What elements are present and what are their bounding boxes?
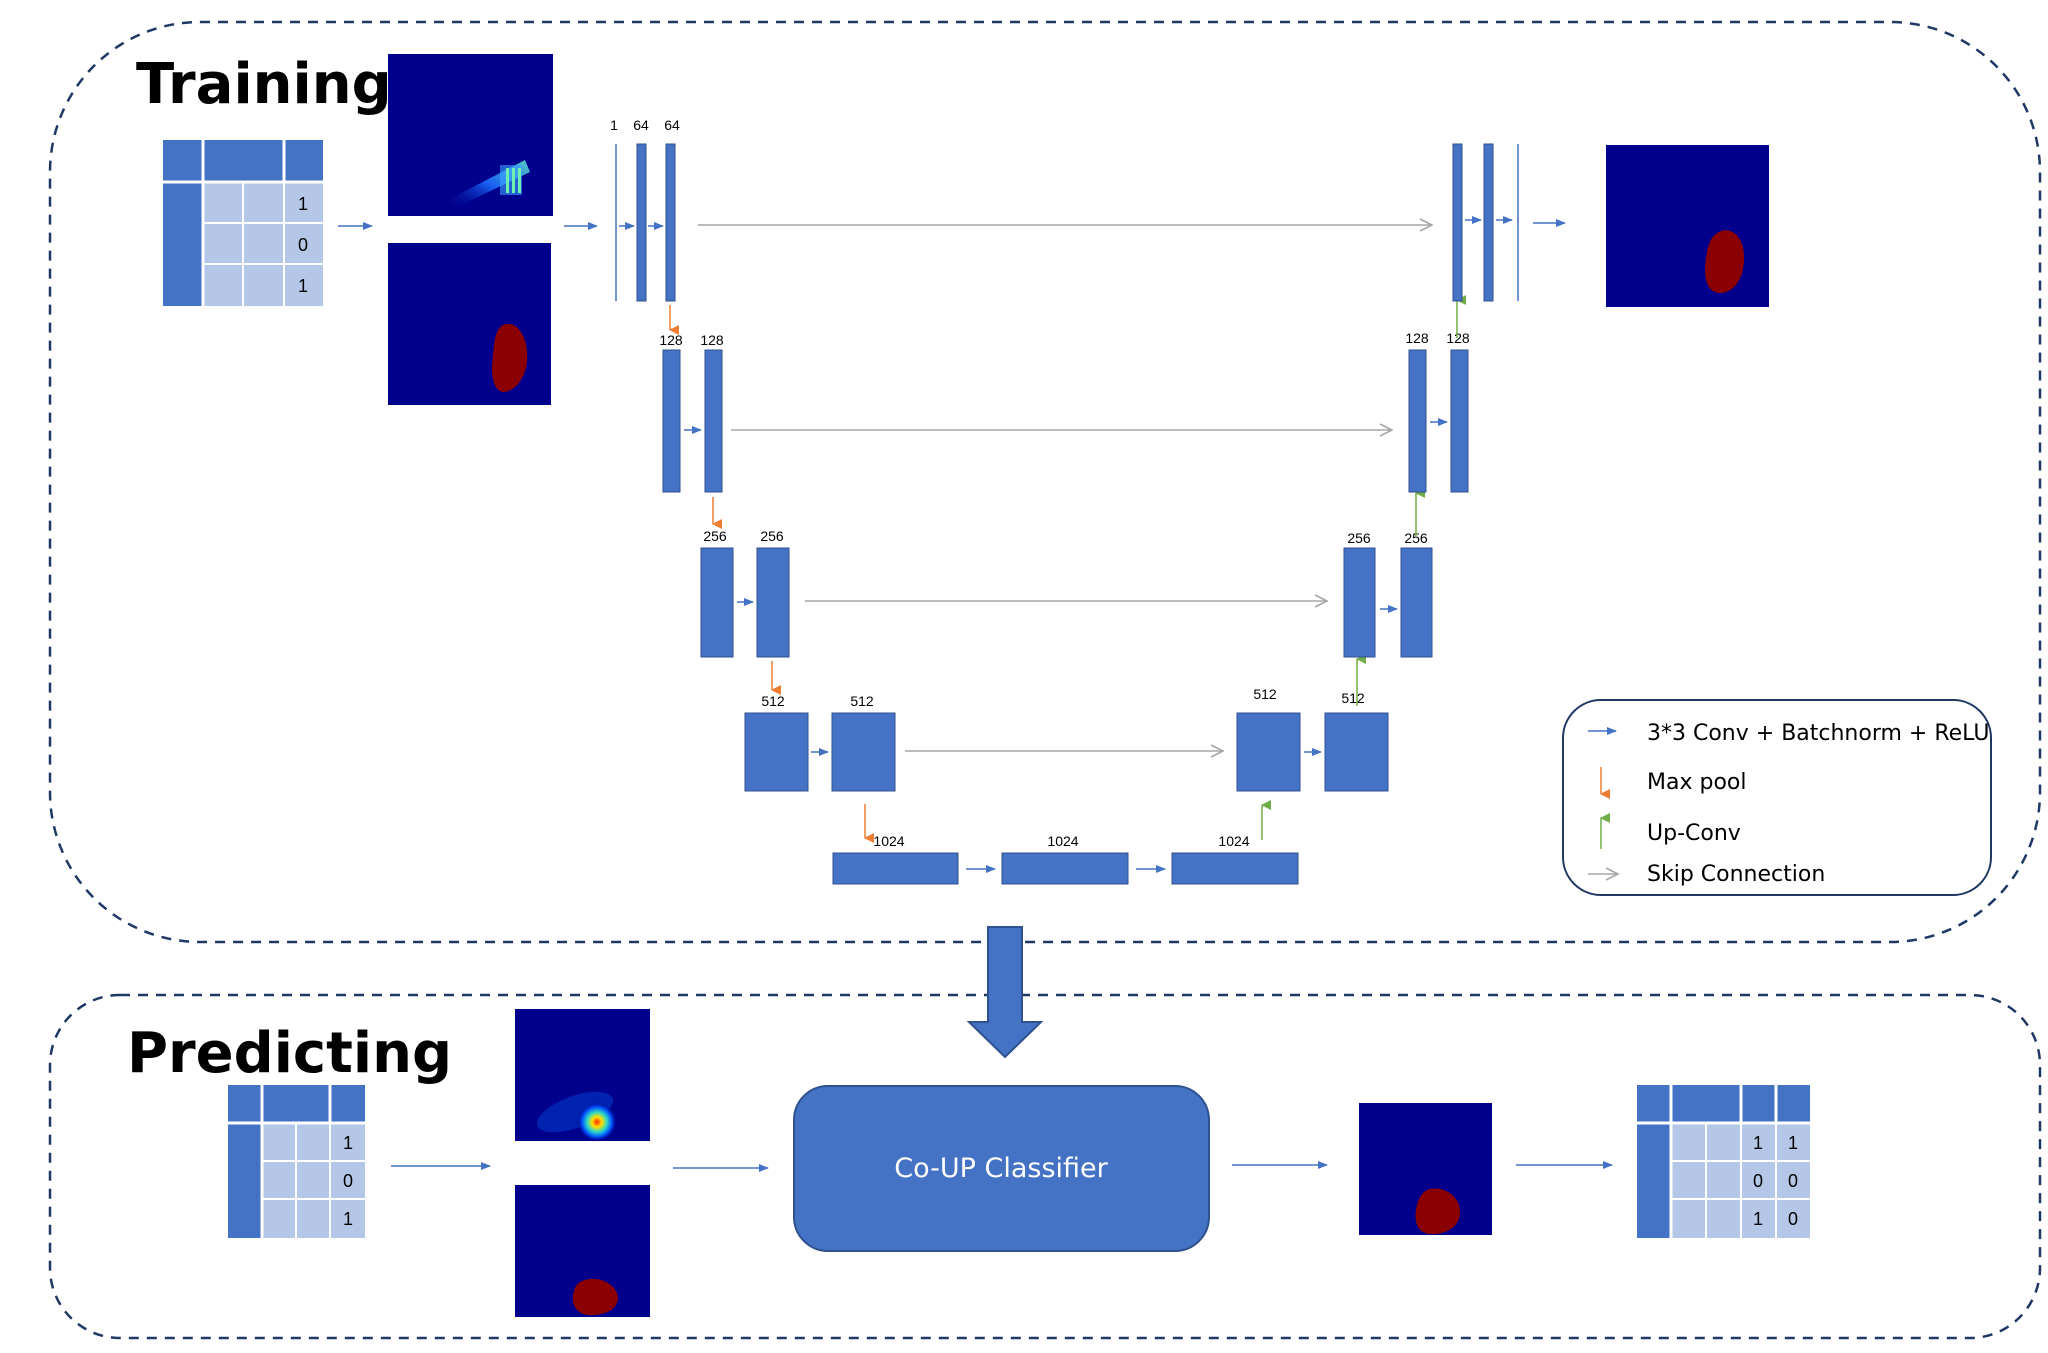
channel-label: 64 [633,117,649,133]
encoder-level-1 [615,143,676,302]
legend-label: Up-Conv [1647,821,1741,846]
training-input-heatmap [388,54,553,216]
conv-block [1452,143,1463,302]
encoder-level-4 [744,712,896,792]
predicted-output-mask [1359,1103,1492,1235]
channel-label: 128 [659,332,683,348]
predicting-input-table: 1 0 1 [228,1085,365,1238]
decoder-level-4 [1236,712,1389,792]
table-cell: 1 [1788,1133,1798,1153]
channel-label: 512 [1341,690,1365,706]
conv-block [1400,547,1433,658]
conv-block [1001,852,1129,885]
table-cell: 0 [1788,1209,1798,1229]
channel-label: 512 [850,693,874,709]
predicting-output-table: 1 1 0 0 1 0 [1637,1085,1810,1238]
table-cell: 1 [343,1133,353,1153]
table-cell: 0 [1753,1171,1763,1191]
conv-block [1450,349,1469,493]
training-title: Training [136,52,392,117]
channel-label: 64 [664,117,680,133]
channel-label: 128 [1405,330,1429,346]
channel-label: 128 [700,332,724,348]
table-cell: 0 [298,235,308,255]
bottleneck [832,852,1299,885]
conv-block [756,547,790,658]
conv-block [1483,143,1494,302]
conv-block [662,349,681,493]
decoder-level-1 [1452,143,1519,302]
legend-label: Skip Connection [1647,862,1825,887]
encoder-level-3 [700,547,790,658]
channel-label: 1024 [1047,833,1078,849]
training-mask-image [388,243,551,405]
table-cell: 1 [1753,1209,1763,1229]
table-cell: 1 [298,276,308,296]
encoder-level-2 [662,349,723,493]
channel-label: 512 [1253,686,1277,702]
channel-label: 256 [1404,530,1428,546]
legend-label: 3*3 Conv + Batchnorm + ReLU [1647,721,1989,746]
conv-block [704,349,723,493]
conv-block [665,143,676,302]
co-up-classifier: Co-UP Classifier [793,1085,1210,1252]
table-cell: 0 [343,1171,353,1191]
predicting-title: Predicting [127,1021,452,1086]
channel-label: 1 [610,117,618,133]
training-input-table: 1 0 1 [163,140,323,306]
conv-block [1171,852,1299,885]
channel-label: 256 [760,528,784,544]
conv-block [1324,712,1389,792]
predicting-mask-image [515,1185,650,1317]
conv-block [700,547,734,658]
channel-label: 512 [761,693,785,709]
training-to-predicting-arrow [966,926,1044,1059]
conv-block [1408,349,1427,493]
channel-label: 1024 [873,833,904,849]
conv-block [832,852,959,885]
channel-label: 128 [1446,330,1470,346]
table-cell: 1 [298,194,308,214]
table-cell: 1 [343,1209,353,1229]
table-cell: 0 [1788,1171,1798,1191]
training-output-mask [1606,145,1769,307]
conv-block [1236,712,1301,792]
conv-block [1343,547,1376,658]
predicting-input-heatmap [515,1009,650,1142]
legend-label: Max pool [1647,770,1746,795]
classifier-label: Co-UP Classifier [894,1153,1108,1184]
channel-label: 256 [1347,530,1371,546]
decoder-level-2 [1408,349,1469,493]
channel-label: 256 [703,528,727,544]
conv-block [831,712,896,792]
table-cell: 1 [1753,1133,1763,1153]
training-frame [48,20,2042,944]
predicting-frame [48,993,2042,1340]
decoder-level-3 [1343,547,1433,658]
channel-label: 1024 [1218,833,1249,849]
conv-block [744,712,809,792]
conv-block [636,143,647,302]
legend: 3*3 Conv + Batchnorm + ReLU Max pool Up-… [1562,699,1992,896]
